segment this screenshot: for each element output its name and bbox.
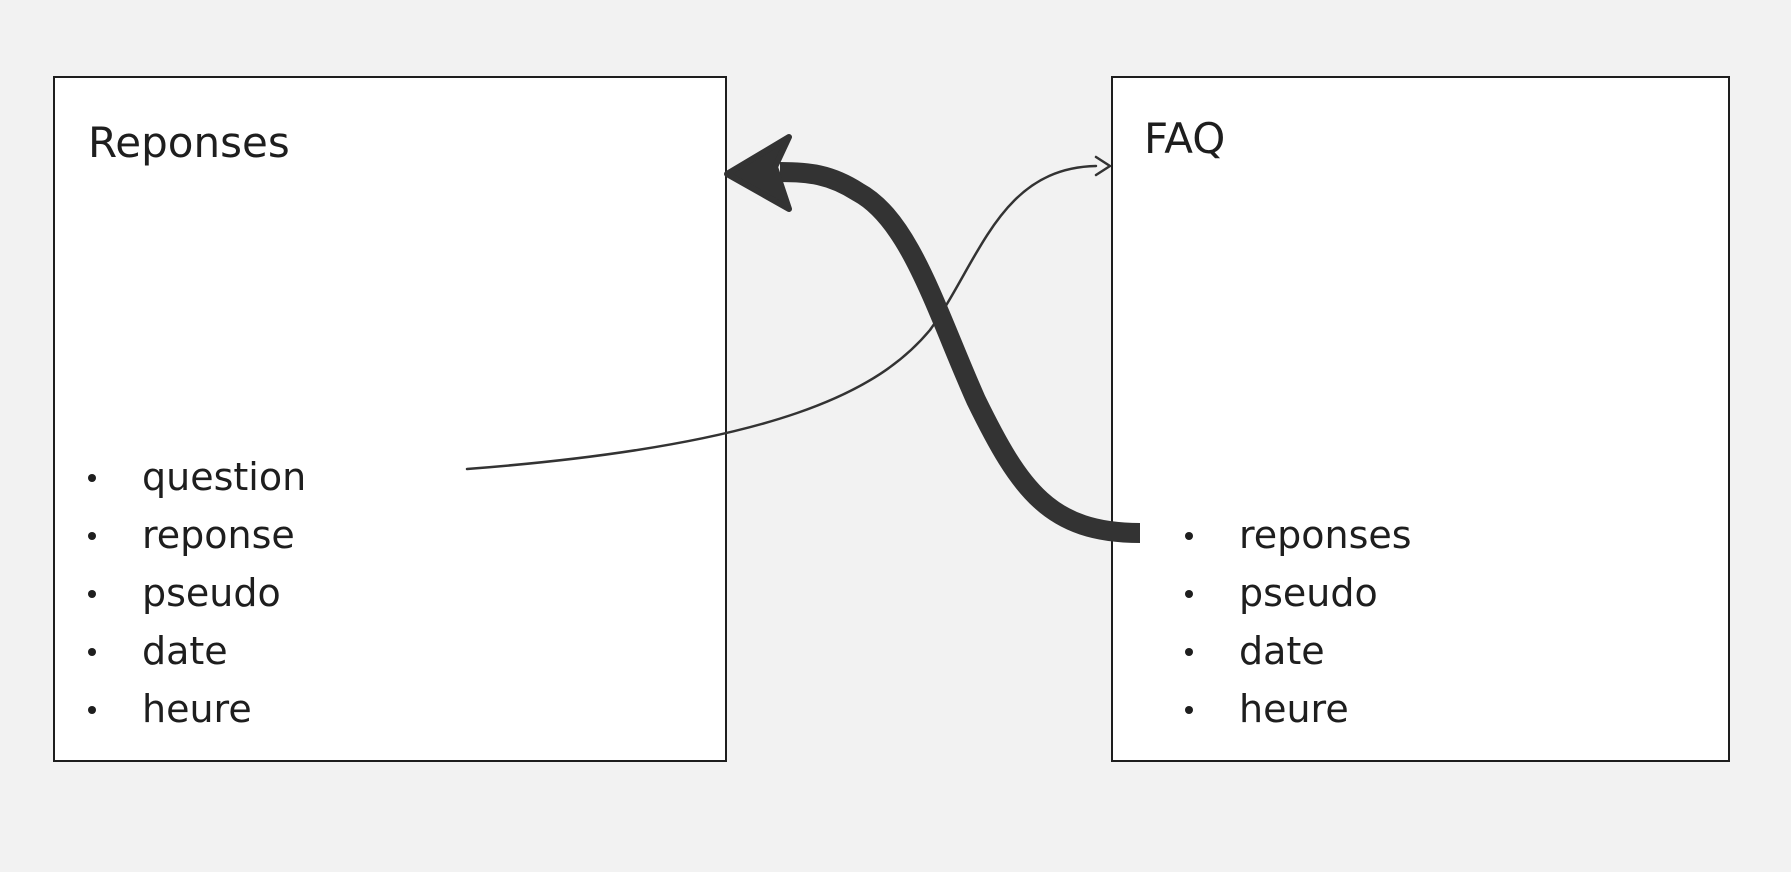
arrowhead-icon [724, 134, 792, 212]
field-label: question [142, 455, 307, 499]
field-item-heure: heure [88, 680, 306, 738]
field-label: pseudo [142, 571, 281, 615]
bullet-icon [88, 474, 96, 482]
field-label: date [142, 629, 228, 673]
bullet-icon [88, 590, 96, 598]
bullet-icon [1185, 706, 1193, 714]
entity-box-faq[interactable]: FAQ reponses pseudo date heure [1111, 76, 1730, 762]
bullet-icon [1185, 648, 1193, 656]
field-item-heure: heure [1185, 680, 1412, 738]
field-list: reponses pseudo date heure [1185, 506, 1412, 738]
field-item-date: date [1185, 622, 1412, 680]
entity-box-reponses[interactable]: Reponses question reponse pseudo date he… [53, 76, 727, 762]
field-item-reponse: reponse [88, 506, 306, 564]
entity-title: FAQ [1144, 114, 1226, 163]
bullet-icon [88, 706, 96, 714]
field-label: heure [142, 687, 252, 731]
entity-title: Reponses [88, 118, 290, 167]
bullet-icon [1185, 532, 1193, 540]
field-label: date [1239, 629, 1325, 673]
field-label: pseudo [1239, 571, 1378, 615]
connector-reponses-to-reponses-box[interactable] [779, 162, 1141, 543]
field-item-question: question [88, 448, 306, 506]
field-list: question reponse pseudo date heure [88, 448, 306, 738]
bullet-icon [88, 648, 96, 656]
field-item-pseudo: pseudo [1185, 564, 1412, 622]
field-item-reponses: reponses [1185, 506, 1412, 564]
field-label: reponses [1239, 513, 1412, 557]
field-item-pseudo: pseudo [88, 564, 306, 622]
arrowhead-icon [1094, 155, 1112, 177]
bullet-icon [88, 532, 96, 540]
bullet-icon [1185, 590, 1193, 598]
field-label: heure [1239, 687, 1349, 731]
field-item-date: date [88, 622, 306, 680]
field-label: reponse [142, 513, 295, 557]
